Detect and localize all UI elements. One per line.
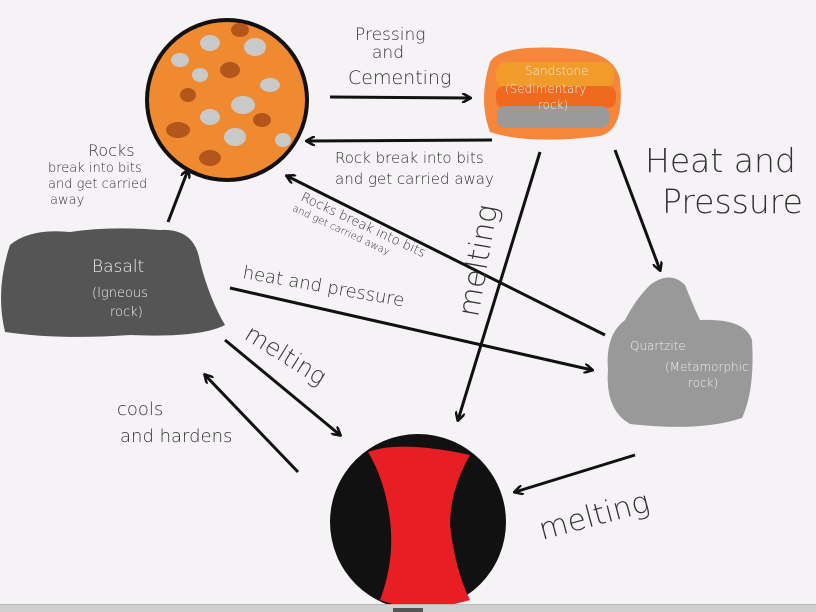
label-heat-pressure-small: heat and pressure: [241, 262, 406, 311]
arrow-sandstone-to-magma: [458, 151, 542, 420]
sandstone-label-1: Sandstone: [525, 64, 588, 78]
label-text: and: [372, 43, 404, 63]
label-text: Heat and: [645, 141, 796, 180]
basalt-rock: Basalt (Igneous rock): [1, 228, 225, 337]
label-text: cools: [117, 399, 163, 420]
arrow-basalt-to-quartzite: [229, 286, 592, 370]
sandstone-label-2: (Sedimentary: [505, 82, 586, 96]
quartzite-label-3: rock): [688, 376, 718, 390]
label-text: Rock break into bits: [335, 149, 484, 167]
arrow-basalt-to-sediment: [166, 170, 188, 223]
sediment-ball: [145, 18, 309, 182]
arrow-quartzite-to-magma: [515, 453, 636, 492]
arrow-magma-to-basalt: [205, 375, 300, 474]
label-pressing-cementing: Pressing and Cementing: [348, 25, 451, 89]
label-text: Rocks: [88, 141, 135, 160]
arrow-quartzite-to-sediment: [287, 176, 606, 337]
sandstone-label-3: rock): [538, 98, 568, 112]
label-melting-right: melting: [535, 485, 653, 548]
sandstone-rock: Sandstone (Sedimentary rock): [484, 47, 621, 140]
label-rocks-left: Rocks break into bits and get carried aw…: [48, 141, 147, 208]
label-melting-left: melting: [240, 319, 332, 391]
magma-ball: [330, 434, 506, 604]
arrow-sandstone-to-sediment: [307, 140, 493, 141]
basalt-label-3: rock): [110, 305, 143, 320]
basalt-label-1: Basalt: [92, 257, 144, 277]
arrow-sandstone-to-quartzite: [613, 149, 660, 270]
label-text: Pressing: [355, 25, 425, 45]
label-text: break into bits: [48, 161, 142, 176]
label-rock-break-top: Rock break into bits and get carried awa…: [335, 149, 494, 188]
scrollbar-thumb[interactable]: [393, 608, 423, 612]
label-text: and get carried: [48, 177, 147, 192]
label-heat-pressure-big: Heat and Pressure: [645, 141, 803, 221]
label-text: away: [50, 193, 84, 208]
label-text: Pressure: [662, 182, 803, 221]
arrow-sediment-to-sandstone: [329, 97, 470, 98]
label-text: and get carried away: [335, 170, 494, 188]
quartzite-label-2: (Metamorphic: [665, 360, 749, 374]
arrow-basalt-to-magma: [224, 338, 340, 435]
quartzite-rock: Quartzite (Metamorphic rock): [607, 277, 753, 427]
quartzite-label-1: Quartzite: [630, 339, 686, 353]
label-text: and hardens: [120, 426, 232, 447]
label-text: Cementing: [348, 67, 451, 89]
label-rocks-break-diagonal: Rocks break into bits and get carried aw…: [291, 190, 428, 261]
label-cools-hardens: cools and hardens: [117, 399, 232, 447]
arrows: [166, 97, 660, 492]
basalt-label-2: (Igneous: [92, 286, 148, 301]
